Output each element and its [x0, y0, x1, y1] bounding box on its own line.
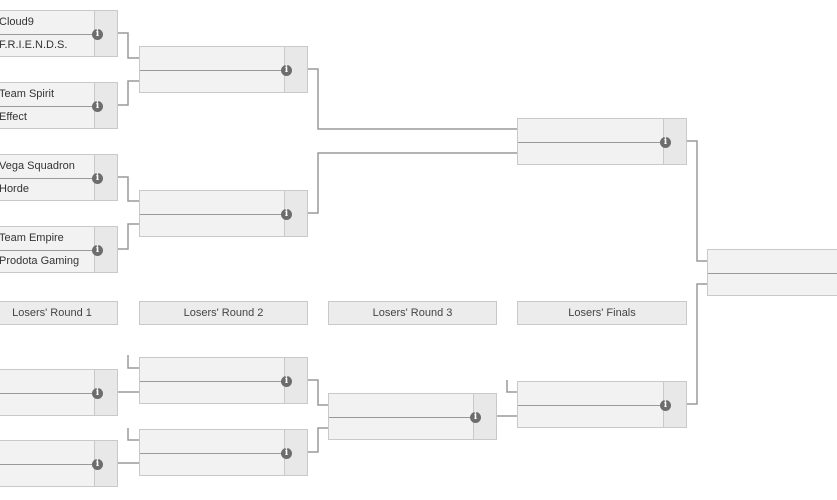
team-name: Vega Squadron [0, 160, 75, 172]
match-losers-r2-2[interactable]: i [139, 429, 308, 476]
match-losers-r3-1[interactable]: i [328, 393, 497, 440]
match-winners-r1-4[interactable]: Team Empire Prodota Gaming i [0, 226, 118, 273]
match-winners-r2-2[interactable]: i [139, 190, 308, 237]
team-name: Team Empire [0, 232, 64, 244]
match-divider [329, 416, 475, 418]
match-divider [140, 69, 286, 71]
match-winners-r1-1[interactable]: Cloud9 F.R.I.E.N.D.S. i [0, 10, 118, 57]
match-losers-r1-2[interactable]: i [0, 440, 118, 487]
info-icon[interactable]: i [660, 137, 671, 148]
team-slot[interactable]: Team Spirit [0, 83, 96, 106]
info-icon[interactable]: i [92, 459, 103, 470]
round-label-losers-round-1: Losers' Round 1 [0, 301, 118, 325]
info-icon[interactable]: i [92, 29, 103, 40]
match-divider [0, 463, 96, 465]
match-winners-r2-1[interactable]: i [139, 46, 308, 93]
match-winners-r1-2[interactable]: Team Spirit Effect i [0, 82, 118, 129]
round-label-losers-round-3: Losers' Round 3 [328, 301, 497, 325]
team-name: F.R.I.E.N.D.S. [0, 38, 68, 51]
team-slot[interactable]: Prodota Gaming [0, 250, 96, 273]
team-slot[interactable]: Vega Squadron [0, 155, 96, 178]
team-slot[interactable]: Effect [0, 106, 96, 129]
round-label-losers-finals: Losers' Finals [517, 301, 687, 325]
team-slot[interactable]: Horde [0, 178, 96, 201]
team-name: Team Spirit [0, 88, 55, 100]
team-slot[interactable]: F.R.I.E.N.D.S. [0, 34, 96, 57]
team-slot[interactable]: Cloud9 [0, 11, 96, 34]
match-divider [0, 33, 96, 35]
match-winners-final[interactable]: i [517, 118, 687, 165]
match-losers-r2-1[interactable]: i [139, 357, 308, 404]
team-name: Effect [0, 110, 27, 123]
info-icon[interactable]: i [92, 173, 103, 184]
info-icon[interactable]: i [92, 101, 103, 112]
info-icon[interactable]: i [92, 388, 103, 399]
team-name: Horde [0, 182, 29, 195]
info-icon[interactable]: i [660, 400, 671, 411]
team-name: Cloud9 [0, 16, 34, 28]
match-divider [518, 404, 665, 406]
round-label-losers-round-2: Losers' Round 2 [139, 301, 308, 325]
match-divider [518, 141, 665, 143]
info-icon[interactable]: i [281, 65, 292, 76]
info-icon[interactable]: i [92, 245, 103, 256]
match-divider [708, 272, 837, 274]
match-losers-final[interactable]: i [517, 381, 687, 428]
match-grand-final[interactable] [707, 249, 837, 296]
team-name: Prodota Gaming [0, 254, 80, 267]
match-divider [0, 105, 96, 107]
info-icon[interactable]: i [281, 448, 292, 459]
match-divider [0, 392, 96, 394]
match-divider [140, 213, 286, 215]
info-icon[interactable]: i [281, 376, 292, 387]
match-divider [0, 249, 96, 251]
match-losers-r1-1[interactable]: i [0, 369, 118, 416]
match-divider [140, 452, 286, 454]
team-slot[interactable]: Team Empire [0, 227, 96, 250]
match-divider [140, 380, 286, 382]
info-icon[interactable]: i [470, 412, 481, 423]
match-divider [0, 177, 96, 179]
info-icon[interactable]: i [281, 209, 292, 220]
match-winners-r1-3[interactable]: Vega Squadron Horde i [0, 154, 118, 201]
